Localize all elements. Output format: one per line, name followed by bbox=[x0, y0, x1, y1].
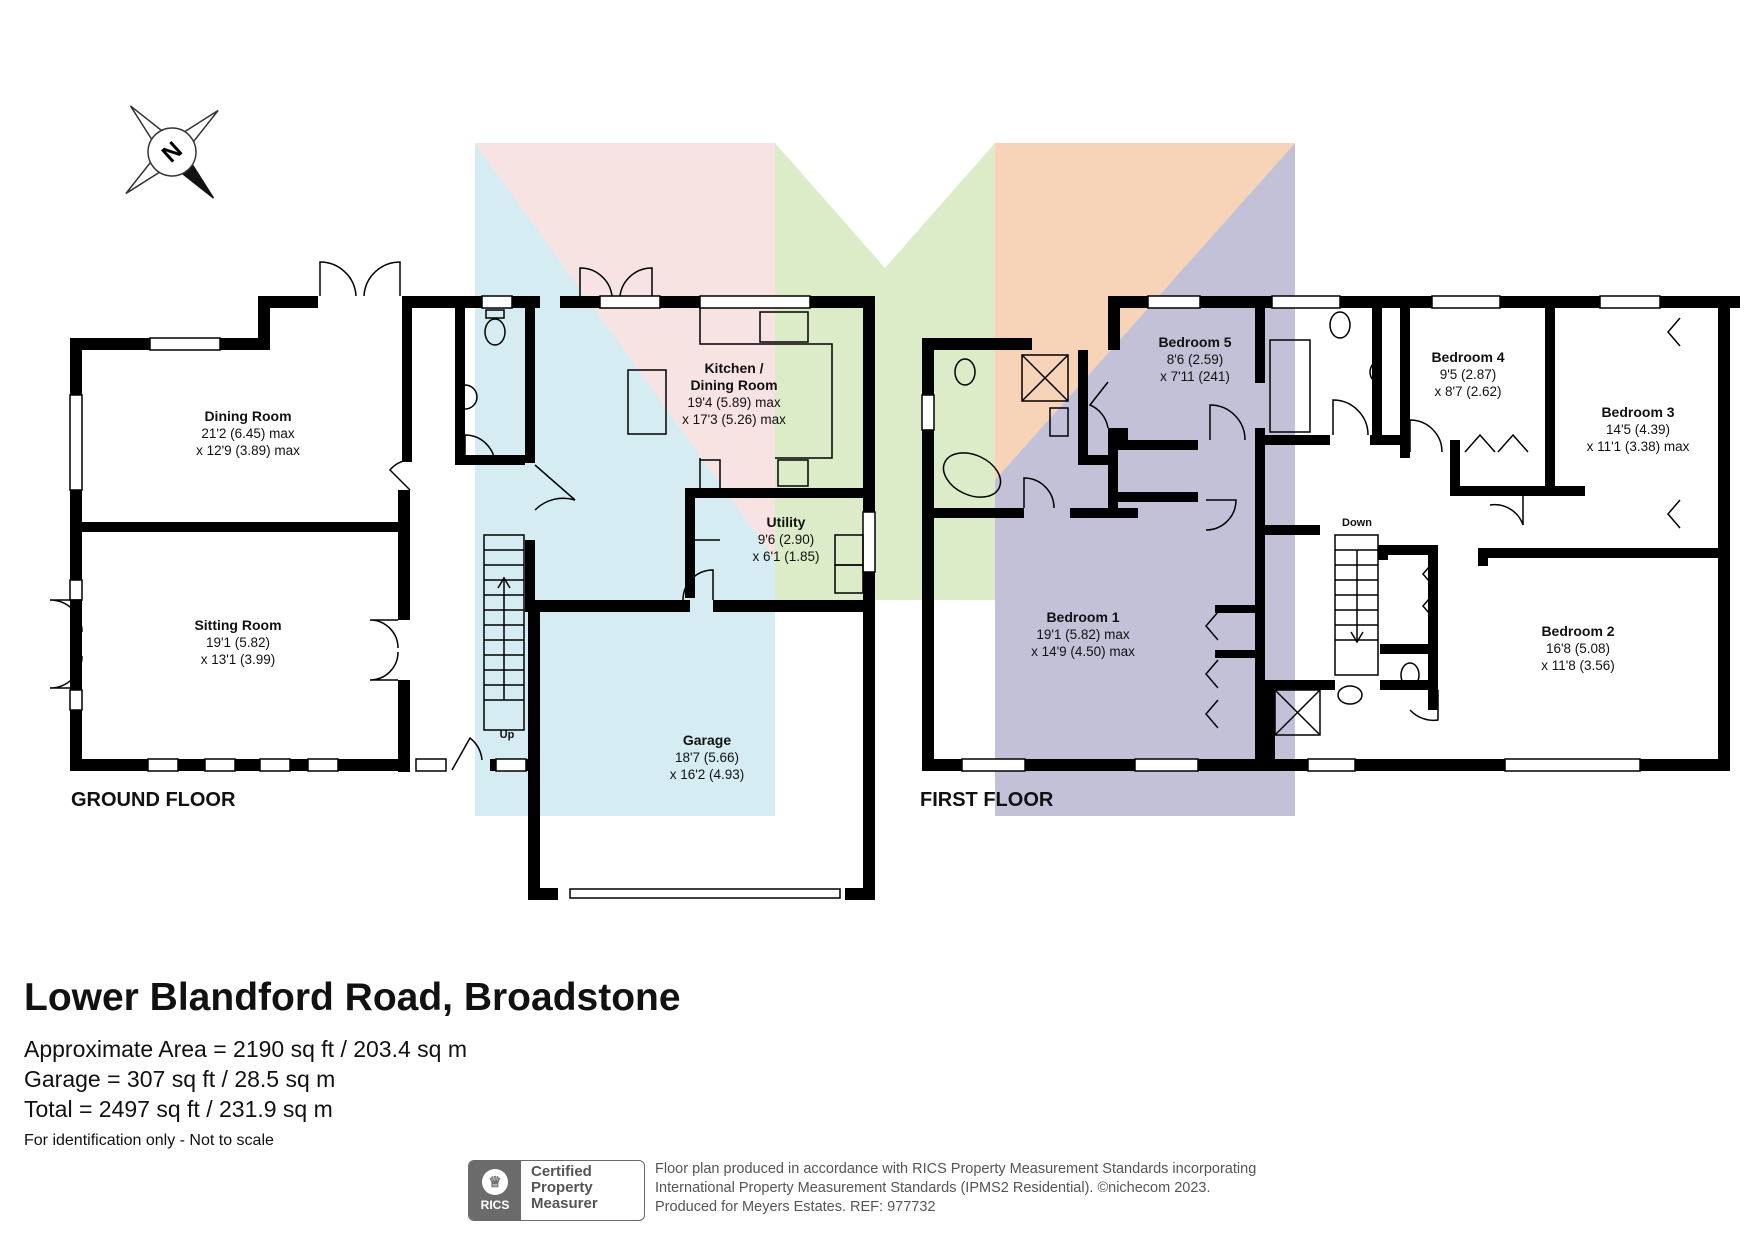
room-dimension: 19'1 (5.82) bbox=[206, 635, 270, 650]
floor-plan: N bbox=[49, 105, 1740, 900]
room-name: Dining Room bbox=[204, 408, 291, 424]
room-dimension: x 11'1 (3.38) max bbox=[1587, 439, 1690, 454]
disclaimer: Floor plan produced in accordance with R… bbox=[655, 1160, 1256, 1217]
property-title: Lower Blandford Road, Broadstone bbox=[24, 976, 681, 1019]
garage-area: Garage = 307 sq ft / 28.5 sq m bbox=[24, 1066, 336, 1092]
disclaimer-line: Produced for Meyers Estates. REF: 977732 bbox=[655, 1199, 936, 1215]
badge-line: Property bbox=[531, 1179, 593, 1196]
first-floor-bathroom-fittings bbox=[942, 311, 1420, 736]
ground-wc-fittings bbox=[464, 309, 506, 410]
room-name: Dining Room bbox=[690, 377, 777, 393]
room-dimension: x 7'11 (241) bbox=[1160, 369, 1230, 384]
first-floor-windows bbox=[921, 295, 1661, 772]
room-dimension: 21'2 (6.45) max bbox=[201, 426, 295, 441]
room-name: Bedroom 3 bbox=[1601, 404, 1674, 420]
room-dimension: x 12'9 (3.89) max bbox=[196, 443, 300, 458]
room-name: Bedroom 1 bbox=[1046, 609, 1119, 625]
first-floor-doors bbox=[1023, 381, 1524, 722]
scale-note: For identification only - Not to scale bbox=[24, 1132, 274, 1149]
rics-logo: ♕ RICS bbox=[469, 1161, 521, 1220]
room-dimension: 19'4 (5.89) max bbox=[687, 395, 781, 410]
room-dimension: 14'5 (4.39) bbox=[1606, 422, 1670, 437]
room-bedroom-2: Bedroom 2 16'8 (5.08) x 11'8 (3.56) bbox=[1541, 623, 1615, 673]
disclaimer-line: Floor plan produced in accordance with R… bbox=[655, 1161, 1257, 1177]
room-name: Kitchen / bbox=[704, 360, 763, 376]
room-name: Bedroom 4 bbox=[1431, 349, 1504, 365]
room-name: Sitting Room bbox=[194, 617, 281, 633]
room-name: Garage bbox=[683, 732, 731, 748]
watermark-logo bbox=[475, 143, 1295, 816]
room-dimension: 16'8 (5.08) bbox=[1546, 641, 1610, 656]
room-dimension: x 14'9 (4.50) max bbox=[1031, 644, 1135, 659]
ground-floor-windows bbox=[69, 295, 876, 772]
room-dimension: x 17'3 (5.26) max bbox=[682, 412, 786, 427]
room-dimension: 18'7 (5.66) bbox=[675, 750, 739, 765]
room-garage: Garage 18'7 (5.66) x 16'2 (4.93) bbox=[670, 732, 745, 782]
approximate-area: Approximate Area = 2190 sq ft / 203.4 sq… bbox=[24, 1036, 468, 1062]
disclaimer-line: International Property Measurement Stand… bbox=[655, 1180, 1211, 1196]
room-utility: Utility 9'6 (2.90) x 6'1 (1.85) bbox=[752, 514, 819, 564]
stairs-down-label: Down bbox=[1342, 517, 1372, 529]
room-bedroom-4: Bedroom 4 9'5 (2.87) x 8'7 (2.62) bbox=[1431, 349, 1504, 399]
room-dimension: x 13'1 (3.99) bbox=[201, 652, 276, 667]
room-dining: Dining Room 21'2 (6.45) max x 12'9 (3.89… bbox=[196, 408, 300, 458]
rics-badge: ♕ RICS Certified Property Measurer bbox=[468, 1160, 645, 1221]
badge-line: Measurer bbox=[531, 1195, 598, 1212]
garage-door bbox=[569, 888, 841, 899]
room-dimension: x 6'1 (1.85) bbox=[752, 549, 819, 564]
room-kitchen: Kitchen / Dining Room 19'4 (5.89) max x … bbox=[682, 360, 786, 427]
first-stairs bbox=[1334, 534, 1379, 676]
kitchen-fittings bbox=[627, 308, 833, 488]
room-dimension: 9'5 (2.87) bbox=[1440, 367, 1497, 382]
room-dimension: x 11'8 (3.56) bbox=[1541, 658, 1615, 673]
room-name: Utility bbox=[767, 514, 806, 530]
room-dimension: 8'6 (2.59) bbox=[1167, 352, 1224, 367]
room-dimension: x 8'7 (2.62) bbox=[1434, 384, 1501, 399]
room-name: Bedroom 2 bbox=[1541, 623, 1614, 639]
rics-logo-text: RICS bbox=[480, 1198, 510, 1212]
room-dimension: 19'1 (5.82) max bbox=[1036, 627, 1130, 642]
first-floor-label: FIRST FLOOR bbox=[920, 789, 1054, 811]
room-bedroom-1: Bedroom 1 19'1 (5.82) max x 14'9 (4.50) … bbox=[1031, 609, 1135, 659]
rics-crest-icon: ♕ bbox=[482, 1169, 508, 1195]
rics-badge-text: Certified Property Measurer bbox=[521, 1161, 598, 1220]
room-name: Bedroom 5 bbox=[1158, 334, 1231, 350]
room-bedroom-3: Bedroom 3 14'5 (4.39) x 11'1 (3.38) max bbox=[1587, 404, 1690, 454]
first-floor-walls bbox=[922, 296, 1740, 771]
badge-line: Certified bbox=[531, 1163, 592, 1180]
stairs-up-label: Up bbox=[500, 729, 515, 741]
ground-floor-doors bbox=[49, 261, 720, 771]
room-dimension: 9'6 (2.90) bbox=[758, 532, 815, 547]
room-dimension: x 16'2 (4.93) bbox=[670, 767, 745, 782]
total-area: Total = 2497 sq ft / 231.9 sq m bbox=[24, 1096, 333, 1122]
ground-floor-label: GROUND FLOOR bbox=[71, 789, 236, 811]
room-sitting: Sitting Room 19'1 (5.82) x 13'1 (3.99) bbox=[194, 617, 281, 667]
ground-stairs bbox=[483, 534, 525, 731]
utility-fittings bbox=[834, 534, 864, 594]
compass-icon: N bbox=[125, 105, 219, 199]
room-bedroom-5: Bedroom 5 8'6 (2.59) x 7'11 (241) bbox=[1158, 334, 1231, 384]
first-floor-wardrobes bbox=[1205, 317, 1681, 729]
